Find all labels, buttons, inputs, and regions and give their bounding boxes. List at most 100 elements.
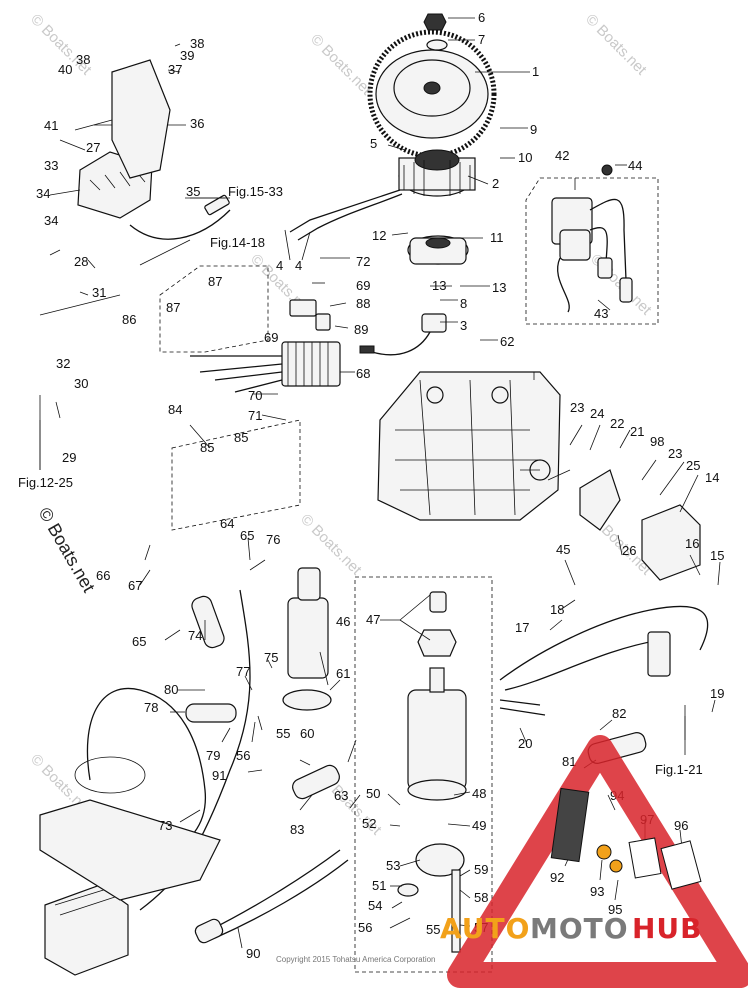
main-harness-90: [194, 849, 349, 944]
wire-35: [129, 194, 231, 240]
callout-77: 77: [236, 664, 250, 679]
callout-34b: 34: [44, 213, 58, 228]
callout-8: 8: [460, 296, 467, 311]
callout-28: 28: [74, 254, 88, 269]
callout-12: 12: [372, 228, 386, 243]
watermark-main: © Boats.net: [35, 504, 99, 596]
automotohub-logo: AUTO MOTO HUB: [440, 735, 748, 988]
callout-47: 47: [366, 612, 380, 627]
callout-85a: 85: [200, 440, 214, 455]
callout-1: 1: [532, 64, 539, 79]
callout-66: 66: [96, 568, 110, 583]
callout-88: 88: [356, 296, 370, 311]
callout-9: 9: [530, 122, 537, 137]
callout-48: 48: [472, 786, 486, 801]
callout-89: 89: [354, 322, 368, 337]
callout-86: 86: [122, 312, 136, 327]
cdi-14: [641, 504, 701, 581]
callout-67: 67: [128, 578, 142, 593]
callout-45: 45: [556, 542, 570, 557]
callout-83: 83: [290, 822, 304, 837]
flywheel-nut: [423, 13, 448, 51]
callout-41: 41: [44, 118, 58, 133]
ignition-coil: [551, 164, 633, 313]
callout-60: 60: [300, 726, 314, 741]
mount-bracket: [39, 799, 221, 901]
callout-76: 76: [266, 532, 280, 547]
callout-23b: 23: [668, 446, 682, 461]
callout-24: 24: [590, 406, 604, 421]
callout-87b: 87: [208, 274, 222, 289]
rectifier: [190, 341, 341, 393]
callout-27: 27: [86, 140, 100, 155]
callout-25: 25: [686, 458, 700, 473]
callout-26: 26: [622, 543, 636, 558]
callout-37: 37: [168, 62, 182, 77]
flywheel: [367, 29, 497, 159]
watermark: © Boats.net: [582, 11, 650, 79]
callout-43: 43: [594, 306, 608, 321]
callout-62: 62: [500, 334, 514, 349]
callout-85b: 85: [234, 430, 248, 445]
callout-18: 18: [550, 602, 564, 617]
callout-92: 92: [550, 870, 564, 885]
cable-loop: [74, 756, 146, 794]
callout-84: 84: [168, 402, 182, 417]
callout-73: 73: [158, 818, 172, 833]
callout-90: 90: [246, 946, 260, 961]
callout-11: 11: [490, 230, 504, 245]
callout-78: 78: [144, 700, 158, 715]
callout-13a: 13: [432, 278, 446, 293]
callout-49: 49: [472, 818, 486, 833]
reference-arrows: [39, 197, 686, 755]
group-boxes: [159, 177, 659, 973]
group-box-86: [159, 265, 269, 353]
callout-35: 35: [186, 184, 200, 199]
callout-50: 50: [366, 786, 380, 801]
callout-20: 20: [518, 736, 532, 751]
callout-56b: 56: [358, 920, 372, 935]
callout-79: 79: [206, 748, 220, 763]
callout-38b: 38: [76, 52, 90, 67]
callout-13b: 13: [492, 280, 506, 295]
stator: [398, 149, 476, 197]
callout-39: 39: [180, 48, 194, 63]
callout-46: 46: [336, 614, 350, 629]
callout-51: 51: [372, 878, 386, 893]
callout-80: 80: [164, 682, 178, 697]
callout-75: 75: [264, 650, 278, 665]
callout-6: 6: [478, 10, 485, 25]
callout-59: 59: [474, 862, 488, 877]
callout-82: 82: [612, 706, 626, 721]
logo-moto: MOTO: [530, 912, 629, 945]
callout-15: 15: [710, 548, 724, 563]
callout-56a: 56: [236, 748, 250, 763]
callout-29: 29: [62, 450, 76, 465]
part-callouts: 1 2 3 4 4 5 6 7 8 9 10 11 12 13 13 14 15…: [36, 10, 724, 961]
bracket-36: [111, 59, 171, 179]
callout-61: 61: [336, 666, 350, 681]
callout-14: 14: [705, 470, 719, 485]
callout-3: 3: [460, 318, 467, 333]
callout-16: 16: [685, 536, 699, 551]
callout-30: 30: [74, 376, 88, 391]
callout-55b: 55: [426, 922, 440, 937]
callout-68: 68: [356, 366, 370, 381]
stator-wire: [289, 189, 401, 233]
callout-69b: 69: [264, 330, 278, 345]
callout-70: 70: [248, 388, 262, 403]
watermark: © Boats.net: [307, 31, 375, 99]
group-box-42: [525, 177, 659, 325]
callout-58: 58: [474, 890, 488, 905]
callout-21: 21: [630, 424, 644, 439]
callout-95: 95: [608, 902, 622, 917]
callout-53: 53: [386, 858, 400, 873]
callout-87a: 87: [166, 300, 180, 315]
callout-36: 36: [190, 116, 204, 131]
callout-4b: 4: [295, 258, 302, 273]
callout-93: 93: [590, 884, 604, 899]
starter-motor: [282, 567, 332, 711]
callout-74: 74: [188, 628, 202, 643]
callout-5: 5: [370, 136, 377, 151]
